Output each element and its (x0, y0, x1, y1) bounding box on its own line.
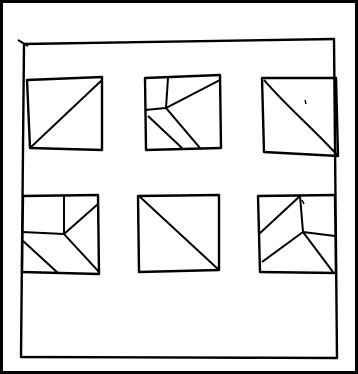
panel-bottom-right (258, 195, 336, 273)
panel-bottom-left (22, 195, 99, 274)
panel-bottom-middle (138, 195, 219, 272)
panel-top-middle (145, 75, 221, 150)
panel-top-left (27, 77, 102, 150)
inner-box (21, 39, 337, 358)
panel-top-right (262, 78, 338, 156)
